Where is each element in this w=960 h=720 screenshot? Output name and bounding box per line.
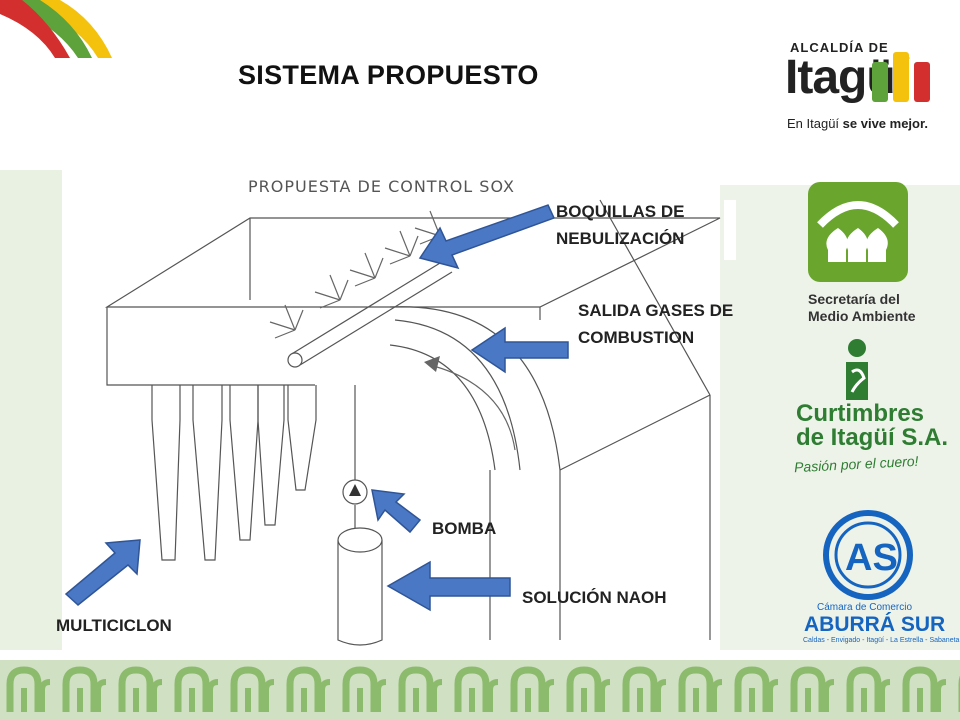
alcaldia-tagline: En Itagüí se vive mejor. xyxy=(787,116,928,131)
secretaria-text: Secretaría del Medio Ambiente xyxy=(808,291,916,324)
bomba-arrow xyxy=(371,489,422,534)
label-boquillas: BOQUILLAS DE NEBULIZACIÓN xyxy=(556,202,685,248)
boquillas-arrow xyxy=(418,204,556,270)
solucion-arrow xyxy=(386,560,511,612)
alcaldia-name: Itagüí xyxy=(785,51,908,104)
multiciclon-arrow xyxy=(64,539,141,606)
salida-arrow xyxy=(470,326,569,374)
label-multiciclon: MULTICICLON xyxy=(56,616,172,635)
alcaldia-top-text: ALCALDÍA DE xyxy=(790,40,889,55)
camara-line2: ABURRÁ SUR xyxy=(804,613,946,636)
camara-line3: Caldas - Envigado - Itagüí - La Estrella… xyxy=(803,637,960,644)
label-bomba: BOMBA xyxy=(432,519,497,538)
curtimbres-text: Curtimbres de Itagüí S.A. xyxy=(796,400,949,451)
diagram-caption: PROPUESTA DE CONTROL SOX xyxy=(248,177,515,196)
corner-ribbon-graphic xyxy=(0,0,112,58)
label-solucion: SOLUCIÓN NAOH xyxy=(522,588,667,607)
camara-line1: Cámara de Comercio xyxy=(817,602,913,613)
slide-title: SISTEMA PROPUESTO xyxy=(238,60,539,90)
label-salida-gases: SALIDA GASES DE COMBUSTION xyxy=(578,301,734,347)
